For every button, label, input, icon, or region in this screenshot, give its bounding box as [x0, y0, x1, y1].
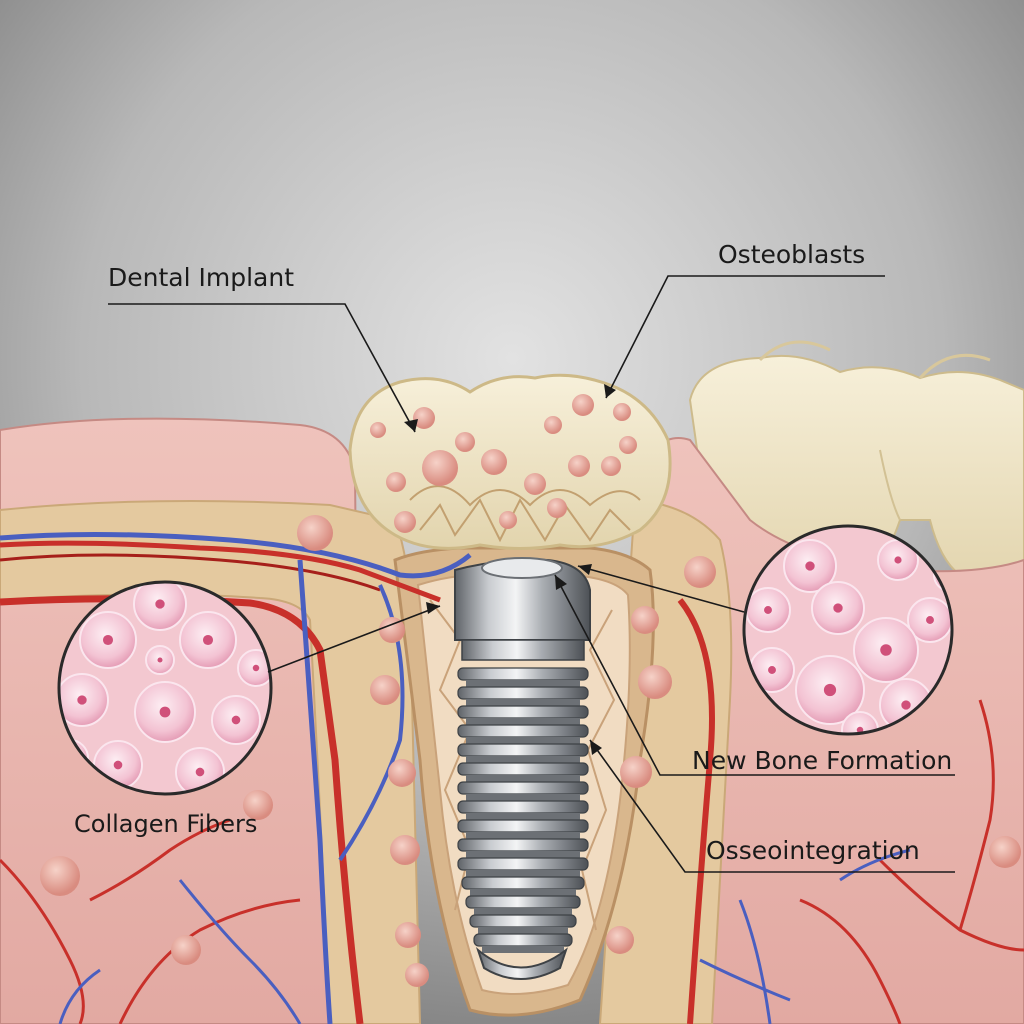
- implant-thread: [457, 686, 589, 700]
- cell-nucleus: [805, 561, 815, 571]
- implant-thread: [473, 933, 573, 947]
- cell-nucleus: [901, 700, 911, 710]
- leader-osseointegration: [589, 739, 955, 873]
- implant-thread-gap: [478, 927, 568, 934]
- implant-threads: [457, 667, 589, 953]
- implant-thread: [457, 857, 589, 871]
- cell-nucleus: [102, 634, 114, 646]
- cell-nucleus: [155, 599, 165, 609]
- implant-thread-gap: [466, 737, 580, 744]
- implant-thread: [457, 781, 589, 795]
- cell-nucleus: [77, 695, 87, 705]
- leader-right-circle: [577, 565, 745, 613]
- cell-nucleus: [159, 706, 171, 718]
- implant-thread-gap: [466, 756, 580, 763]
- implant-thread-gap: [466, 794, 580, 801]
- leader-lines: [108, 275, 955, 873]
- osteoblast-crown: [348, 373, 672, 550]
- cell-nucleus: [768, 666, 776, 674]
- cell-nucleus: [195, 767, 205, 777]
- cell-nucleus: [764, 606, 772, 614]
- cell-nucleus: [823, 683, 837, 697]
- cell-nucleus: [202, 634, 214, 646]
- implant-thread: [469, 914, 577, 928]
- implant-thread: [465, 895, 581, 909]
- label-osteoblasts: Osteoblasts: [718, 240, 866, 269]
- label-new-bone-formation: New Bone Formation: [692, 746, 953, 775]
- leader-new-bone: [554, 574, 955, 776]
- bone-cells: [40, 515, 1021, 987]
- implant-thread-gap: [466, 699, 580, 706]
- label-dental-implant: Dental Implant: [108, 263, 294, 292]
- implant-thread-gap: [466, 775, 580, 782]
- cell-nucleus: [157, 657, 163, 663]
- implant-thread: [457, 838, 589, 852]
- implant-thread-gap: [466, 832, 580, 839]
- implant-thread: [461, 876, 585, 890]
- leader-collagen: [267, 605, 441, 673]
- implant-thread-gap: [474, 908, 572, 915]
- implant-thread: [457, 800, 589, 814]
- cell-nucleus: [894, 556, 902, 564]
- cell-nucleus: [926, 616, 934, 624]
- implant-screw: [454, 557, 591, 980]
- cell-nucleus: [252, 664, 260, 672]
- implant-thread: [457, 724, 589, 738]
- implant-thread: [457, 743, 589, 757]
- leader-dental-implant: [108, 303, 416, 433]
- cell-nucleus: [113, 760, 123, 770]
- implant-thread-gap: [466, 680, 580, 687]
- implant-thread-gap: [466, 718, 580, 725]
- implant-thread-gap: [482, 946, 564, 953]
- implant-thread: [457, 819, 589, 833]
- implant-thread: [457, 667, 589, 681]
- leader-osteoblasts: [605, 275, 885, 399]
- label-osseointegration: Osseointegration: [706, 836, 920, 865]
- cell-nucleus: [231, 715, 241, 725]
- implant-thread-gap: [466, 851, 580, 858]
- cell-nucleus: [880, 644, 892, 656]
- implant-thread-gap: [470, 889, 576, 896]
- cell-nucleus: [833, 603, 843, 613]
- label-collagen-fibers: Collagen Fibers: [74, 810, 258, 838]
- implant-thread: [457, 762, 589, 776]
- implant-thread: [457, 705, 589, 719]
- osteoblast-dots: [370, 394, 637, 533]
- implant-thread-gap: [466, 813, 580, 820]
- implant-thread-gap: [466, 870, 580, 877]
